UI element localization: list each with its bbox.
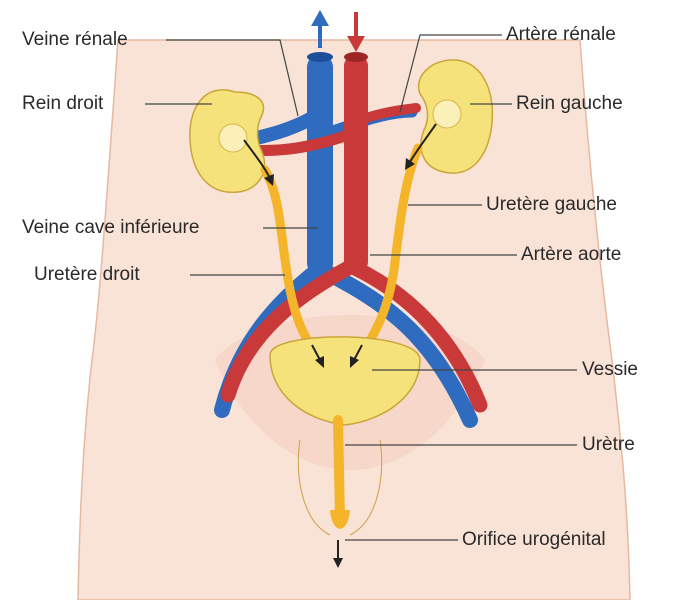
label-artere-renale: Artère rénale — [506, 24, 616, 45]
label-uretere-gauche: Uretère gauche — [486, 194, 617, 215]
label-artere-aorte: Artère aorte — [521, 244, 622, 265]
right-kidney-flow-arrow — [243, 139, 271, 179]
urethra — [333, 415, 345, 525]
left-kidney-flow-head — [405, 158, 415, 170]
label-veine-renale: Veine rénale — [22, 29, 128, 50]
label-rein-droit: Rein droit — [22, 93, 104, 114]
left-kidney-flow-arrow — [409, 123, 437, 163]
bladder-arrowhead-right — [350, 356, 359, 368]
leader-veine-renale — [166, 39, 299, 117]
label-veine-cave: Veine cave inférieure — [22, 217, 200, 238]
leader-lines — [145, 34, 577, 541]
left-ureter — [355, 143, 423, 360]
right-kidney-pelvis — [218, 123, 248, 153]
aorta — [344, 55, 368, 273]
label-rein-gauche: Rein gauche — [516, 93, 623, 114]
right-kidney-flow-head — [264, 174, 274, 186]
left-renal-artery — [361, 103, 421, 123]
vena-cava-top — [307, 52, 333, 62]
label-vessie: Vessie — [582, 359, 638, 380]
aorta-top — [344, 52, 368, 62]
label-orifice: Orifice urogénital — [462, 529, 606, 550]
left-iliac-artery — [220, 260, 356, 403]
urethra-end — [330, 510, 350, 529]
artery-arrowhead — [347, 36, 365, 52]
exit-arrowhead — [333, 558, 343, 568]
right-iliac-artery — [347, 260, 488, 413]
genital-outline — [297, 439, 383, 536]
label-uretre: Urètre — [582, 434, 635, 455]
vena-cava — [307, 55, 333, 275]
bladder-arrow-right — [353, 344, 363, 361]
label-uretere-droit: Uretère droit — [34, 264, 140, 285]
bladder — [269, 336, 421, 426]
left-kidney-pelvis — [432, 99, 462, 129]
bladder-arrowhead-left — [315, 356, 324, 368]
right-ureter — [260, 165, 323, 360]
leader-artere-renale — [399, 34, 502, 113]
right-iliac-vein — [314, 262, 478, 428]
vein-arrowhead — [311, 10, 329, 26]
bladder-arrow-left — [311, 344, 321, 361]
